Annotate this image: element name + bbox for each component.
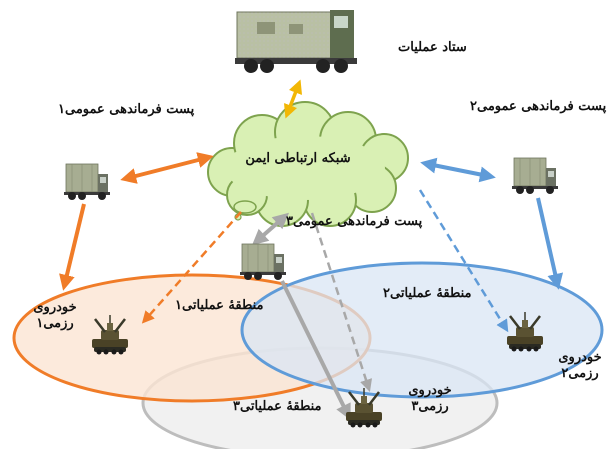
command-post-truck-icon [63, 163, 111, 201]
vehicle2-label: خودروی رزمی۲ [558, 350, 602, 381]
post1-network-link [120, 152, 214, 184]
post2-vehicle2-link [536, 197, 564, 290]
command-post-truck-icon [239, 243, 287, 281]
zone-2-ellipse [240, 261, 604, 399]
hq-label: ستاد عملیات [398, 40, 467, 55]
network-cloud [207, 101, 409, 227]
network-vehicle3-dashed-link [310, 212, 373, 392]
post2-label: پست فرماندهی عمومی۲ [470, 99, 607, 114]
network-label: شبکه ارتباطی ایمن [245, 151, 351, 166]
vehicle1-label: خودروی رزمی۱ [33, 300, 77, 331]
post3-label: پست فرماندهی عمومی۳ [286, 214, 423, 229]
zone3-label: منطقهٔ عملیاتی۳ [233, 399, 322, 414]
post1-vehicle1-link [59, 203, 86, 291]
hq-network-link [283, 79, 303, 119]
post2-network-link [420, 157, 496, 183]
command-post-truck-icon [511, 157, 559, 195]
network-vehicle1-dashed-link [141, 211, 242, 324]
zone2-label: منطقهٔ عملیاتی۲ [383, 286, 472, 301]
command-truck-icon [235, 10, 357, 73]
post3-vehicle3-link [280, 280, 351, 421]
vehicle3-label: خودروی رزمی۳ [408, 383, 452, 414]
zone1-label: منطقهٔ عملیاتی۱ [175, 298, 264, 313]
network-vehicle2-dashed-link [418, 189, 509, 333]
post1-label: پست فرماندهی عمومی۱ [58, 102, 195, 117]
post3-network-link [251, 212, 290, 246]
